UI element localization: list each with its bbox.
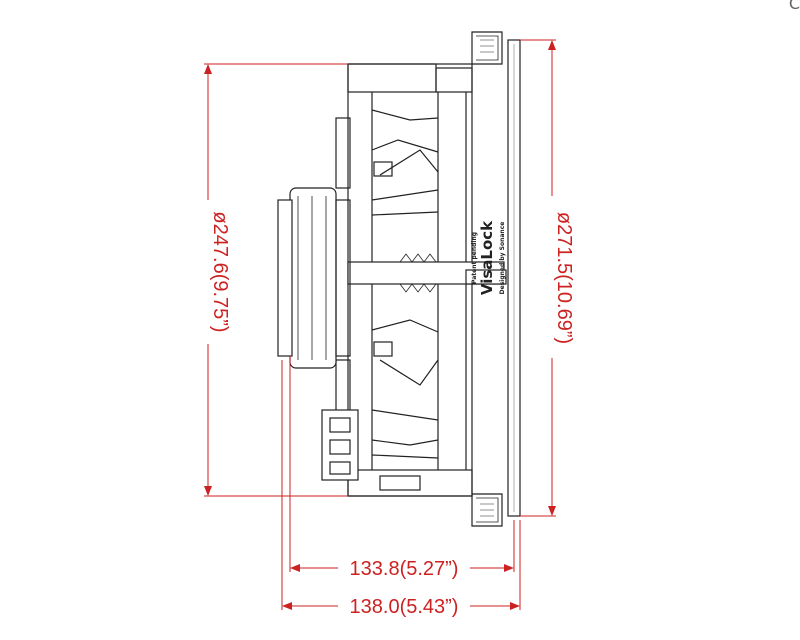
dim-left-label: ø247.6(9.75”) xyxy=(209,211,231,332)
terminal-block xyxy=(321,409,359,481)
speaker-side-view xyxy=(277,31,521,527)
brand-name: VisaLock xyxy=(478,220,496,295)
dim-left-height xyxy=(204,63,348,497)
dim-depth-overall xyxy=(281,360,521,610)
patent-text: Patent pending xyxy=(471,232,478,284)
dimension-lines xyxy=(204,39,556,610)
corner-mark: C xyxy=(788,0,800,13)
dim-inner-depth-label: 133.8(5.27”) xyxy=(350,558,459,580)
magnet-assembly xyxy=(277,117,351,431)
clamp-top xyxy=(471,31,503,65)
brand-tagline: Designed by Sonance xyxy=(499,222,506,295)
dim-depth-inner xyxy=(289,356,515,572)
dim-right-height xyxy=(520,39,556,517)
dim-overall-depth-label: 138.0(5.43”) xyxy=(350,596,459,618)
clamp-bottom xyxy=(471,493,503,527)
mounting-arm xyxy=(347,253,507,293)
brand-label: VisaLock Designed by Sonance Patent pend… xyxy=(471,220,506,295)
dim-right-label: ø271.5(10.69”) xyxy=(553,212,575,344)
